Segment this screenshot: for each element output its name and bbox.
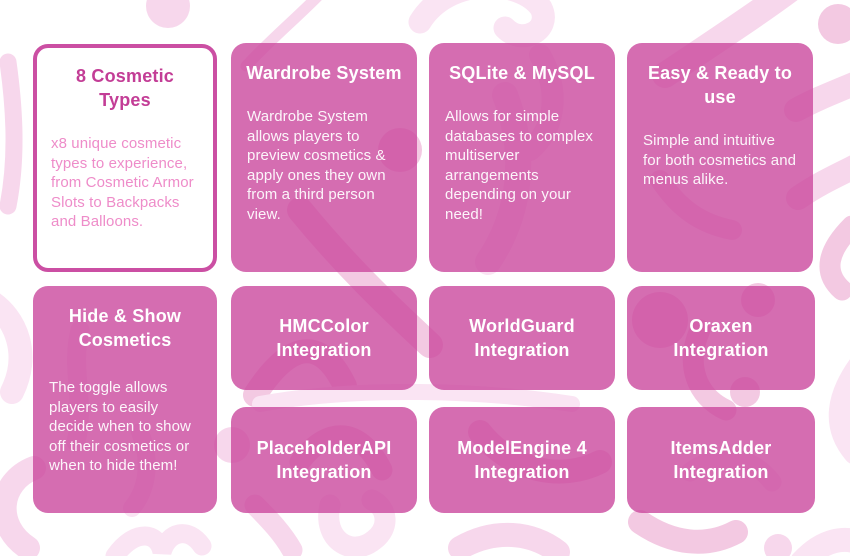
card-title: PlaceholderAPI Integration (256, 438, 392, 482)
card-modelengine4-integration: ModelEngine 4 Integration (429, 407, 615, 513)
card-oraxen-integration: Oraxen Integration (627, 286, 815, 390)
card-title: SQLite & MySQL (449, 63, 595, 83)
card-itemsadder-integration: ItemsAdder Integration (627, 407, 815, 513)
card-body: Allows for simple databases to complex m… (445, 108, 593, 223)
card-title: Oraxen Integration (673, 316, 769, 360)
card-hide-show-cosmetics: Hide & Show Cosmetics The toggle allows … (33, 286, 217, 513)
card-placeholderapi-integration: PlaceholderAPI Integration (231, 407, 417, 513)
card-sqlite-mysql: SQLite & MySQL Allows for simple databas… (429, 43, 615, 272)
card-title: HMCColor Integration (276, 316, 372, 360)
card-easy-ready-to-use: Easy & Ready to use Simple and intuitive… (627, 43, 813, 272)
card-hmccolor-integration: HMCColor Integration (231, 286, 417, 390)
card-body: Simple and intuitive for both cosmetics … (643, 132, 797, 188)
card-body: The toggle allows players to easily deci… (49, 379, 191, 474)
card-body: Wardrobe System allows players to previe… (247, 108, 386, 223)
card-title: Wardrobe System (246, 63, 402, 83)
card-title: 8 Cosmetic Types (75, 66, 175, 110)
card-title: ItemsAdder Integration (670, 438, 772, 482)
card-title: WorldGuard Integration (469, 316, 575, 360)
card-8-cosmetic-types: 8 Cosmetic Types x8 unique cosmetic type… (33, 44, 217, 272)
card-wardrobe-system: Wardrobe System Wardrobe System allows p… (231, 43, 417, 272)
card-title: ModelEngine 4 Integration (457, 438, 587, 482)
card-body: x8 unique cosmetic types to experience, … (51, 135, 194, 230)
card-title: Hide & Show Cosmetics (68, 306, 182, 350)
card-title: Easy & Ready to use (647, 63, 793, 107)
card-worldguard-integration: WorldGuard Integration (429, 286, 615, 390)
